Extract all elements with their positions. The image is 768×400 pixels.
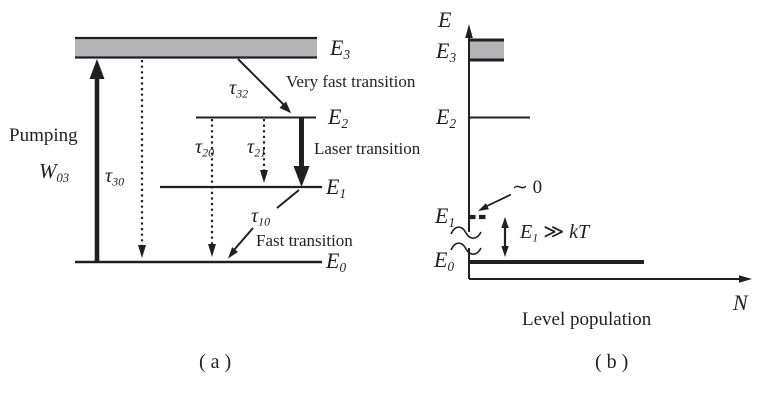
gap-annotation-label: E1 ≫kT bbox=[520, 222, 589, 244]
tau20-main: τ bbox=[195, 136, 203, 158]
e2-level-label-b: E2 bbox=[436, 104, 457, 131]
tau10-arrow-head bbox=[228, 247, 238, 259]
e3-level-label-b: E3 bbox=[436, 38, 457, 65]
pumping-label: Pumping bbox=[9, 125, 78, 146]
e0-main-a: E bbox=[326, 248, 340, 273]
e3-sub-b: 3 bbox=[449, 49, 457, 65]
tau21-main: τ bbox=[247, 136, 255, 158]
tau10-label: τ10 bbox=[251, 206, 270, 228]
e2-sub-a: 2 bbox=[341, 115, 349, 131]
tau30-sub: 30 bbox=[112, 174, 125, 189]
e3-population-band bbox=[470, 41, 504, 59]
e3-main-a: E bbox=[330, 35, 344, 60]
axis-break-tilde-upper bbox=[450, 226, 482, 239]
tau21-label: τ21 bbox=[247, 137, 266, 159]
laser-arrow-head bbox=[293, 166, 310, 187]
tau10-line-upper bbox=[276, 189, 300, 209]
tau21-sub: 21 bbox=[254, 145, 267, 160]
e0-sub-b: 0 bbox=[447, 258, 455, 274]
e0-main-b: E bbox=[434, 247, 448, 272]
tau32-label: τ32 bbox=[229, 78, 248, 100]
e1-main-a: E bbox=[326, 174, 340, 199]
e2-main-b: E bbox=[436, 104, 450, 129]
gap-lhs-main: E bbox=[520, 221, 533, 243]
tau30-label: τ30 bbox=[105, 166, 124, 188]
tau10-main: τ bbox=[251, 205, 259, 227]
pump-rate-label: W03 bbox=[39, 159, 70, 185]
e1-sub-a: 1 bbox=[339, 185, 347, 201]
tau32-main: τ bbox=[229, 77, 237, 99]
tau30-main: τ bbox=[105, 165, 113, 187]
gap-rhs: kT bbox=[569, 221, 590, 243]
tau20-label: τ20 bbox=[195, 137, 214, 159]
e1-sub-b: 1 bbox=[448, 214, 456, 230]
very-fast-transition-label: Very fast transition bbox=[286, 72, 416, 91]
e1-level-label-a: E1 bbox=[326, 174, 347, 201]
pump-rate-main: W bbox=[39, 159, 57, 183]
pump-rate-sub: 03 bbox=[56, 170, 70, 185]
tau10-line-lower bbox=[233, 227, 254, 251]
approx-zero-label: ∼ 0 bbox=[512, 177, 543, 198]
e3-sub-a: 3 bbox=[343, 46, 351, 62]
approx-zero-arrow-shaft bbox=[486, 193, 512, 207]
tau30-arrow-head bbox=[138, 245, 146, 258]
e3-main-b: E bbox=[436, 38, 450, 63]
level-population-label: Level population bbox=[522, 309, 652, 330]
tau32-arrow-head bbox=[279, 101, 292, 114]
gap-arrow-head-down bbox=[501, 246, 509, 257]
e-axis-label: E bbox=[438, 7, 452, 32]
n-axis-label: N bbox=[733, 290, 748, 315]
e3-band bbox=[75, 38, 317, 58]
tau20-arrow-head bbox=[208, 244, 216, 257]
gap-lhs-sub: 1 bbox=[532, 230, 539, 245]
e1-level-label-b: E1 bbox=[435, 203, 456, 230]
tau21-arrow-head bbox=[260, 170, 268, 183]
tau10-sub: 10 bbox=[258, 214, 271, 229]
tau20-sub: 20 bbox=[202, 145, 215, 160]
e1-main-b: E bbox=[435, 203, 449, 228]
panel-a-caption: ( a ) bbox=[199, 351, 232, 373]
e0-level-label-a: E0 bbox=[326, 248, 347, 275]
tau32-sub: 32 bbox=[236, 86, 249, 101]
axis-break-tilde-lower bbox=[450, 242, 482, 255]
e0-level-label-b: E0 bbox=[434, 247, 455, 274]
approx-zero-arrow-head bbox=[478, 203, 489, 211]
gap-arrow-head-up bbox=[501, 217, 509, 228]
e2-sub-b: 2 bbox=[449, 115, 457, 131]
panel-b-graphics bbox=[450, 24, 752, 283]
tau32-arrow-shaft bbox=[237, 58, 286, 107]
e3-level-label-a: E3 bbox=[330, 35, 351, 62]
laser-transition-label: Laser transition bbox=[314, 139, 421, 158]
pumping-arrow-head bbox=[89, 59, 105, 79]
n-axis-arrow-head bbox=[739, 275, 752, 283]
panel-b-caption: ( b ) bbox=[595, 351, 629, 373]
panel-a-graphics bbox=[75, 36, 322, 264]
gap-relation: ≫ bbox=[543, 221, 565, 243]
e0-sub-a: 0 bbox=[339, 259, 347, 275]
e2-main-a: E bbox=[328, 104, 342, 129]
fast-transition-label: Fast transition bbox=[256, 231, 353, 250]
e2-level-label-a: E2 bbox=[328, 104, 349, 131]
e-axis-arrow-head bbox=[465, 24, 473, 38]
